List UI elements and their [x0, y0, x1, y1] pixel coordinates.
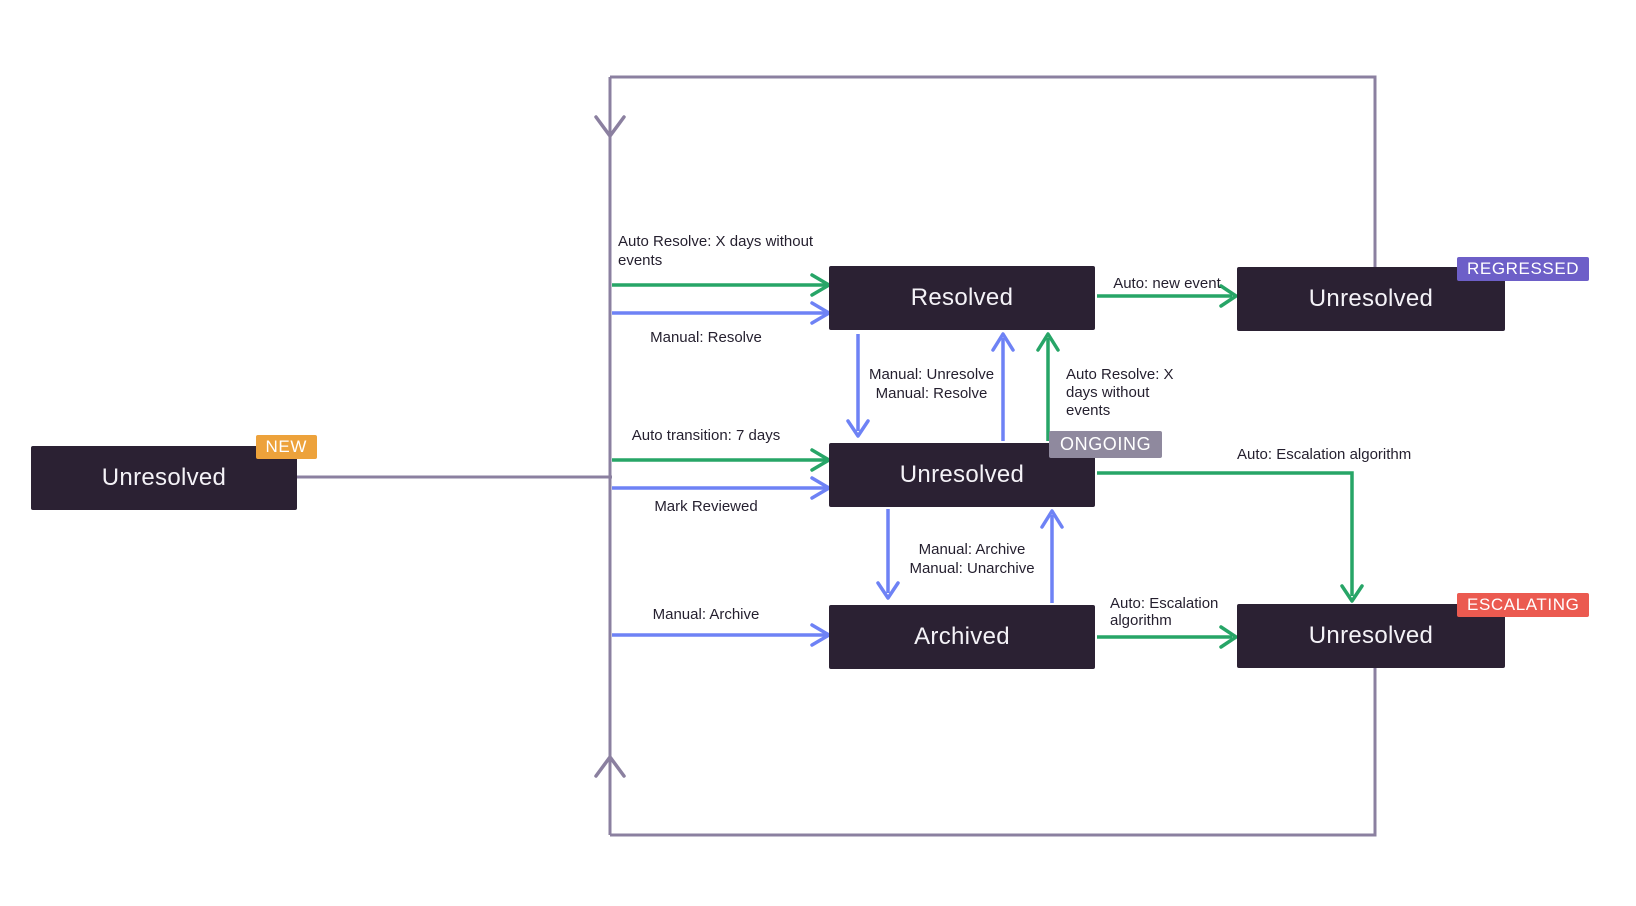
arrow-auto-transition	[612, 448, 831, 472]
edge-label-manual-archive-unarchive: Manual: Archive Manual: Unarchive	[909, 541, 1035, 577]
edge-label-manual-archive-to-archived: Manual: Archive	[652, 606, 760, 623]
node-unresolved-regressed: Unresolved REGRESSED	[1237, 257, 1590, 331]
arrowhead-icon	[1340, 584, 1364, 603]
arrow-mark-reviewed	[612, 476, 831, 500]
arrowhead-icon	[1040, 509, 1064, 529]
arrowhead-icon	[991, 332, 1015, 352]
edge-label-auto-resolve-from-ongoing: Auto Resolve: X days without events	[1066, 366, 1174, 419]
arrow-manual-unresolve-down	[846, 334, 870, 438]
arrow-auto-resolve-to-resolved	[612, 273, 831, 297]
arrow-manual-resolve-to-resolved	[612, 301, 831, 325]
arrow-manual-resolve-up	[991, 332, 1015, 441]
arrow-manual-archive-down	[876, 509, 900, 600]
node-unresolved-ongoing: Unresolved ONGOING	[829, 431, 1163, 507]
arrow-manual-unarchive-up	[1040, 509, 1064, 603]
arrowhead-icon	[1219, 284, 1238, 308]
arrowhead-icon	[846, 419, 870, 438]
arrow-auto-resolve-from-ongoing	[1036, 332, 1060, 441]
edge-label-manual-unresolve-resolve: Manual: Unresolve Manual: Resolve	[868, 366, 995, 402]
node-archived: Archived	[829, 605, 1095, 669]
node-label: Archived	[914, 623, 1010, 650]
node-label: Unresolved	[101, 464, 227, 491]
badge-regressed: REGRESSED	[1457, 257, 1590, 281]
node-resolved: Resolved	[829, 266, 1095, 330]
arrow-auto-escalation-from-ongoing	[1097, 471, 1364, 603]
edge-label-auto-transition: Auto transition: 7 days	[631, 427, 781, 444]
arrowhead-icon	[876, 581, 900, 600]
edge-label-auto-escalation-from-archived: Auto: Escalation algorithm	[1110, 595, 1219, 629]
edge-label-mark-reviewed: Mark Reviewed	[654, 498, 758, 515]
loop-down-arrowhead-icon	[594, 115, 626, 138]
edge-label-manual-resolve-to-resolved: Manual: Resolve	[650, 329, 762, 346]
node-unresolved-escalating: Unresolved ESCALATING	[1237, 593, 1590, 668]
badge-new: NEW	[255, 435, 317, 459]
node-label: Unresolved	[1308, 285, 1434, 312]
node-unresolved-new: Unresolved NEW	[31, 435, 317, 510]
arrow-manual-archive-left	[612, 623, 831, 647]
loop-bottom-rail-line	[610, 668, 1377, 837]
edge-label-auto-resolve-to-resolved: Auto Resolve: X days without events	[618, 233, 814, 269]
arrowhead-icon	[1219, 625, 1238, 649]
badge-escalating: ESCALATING	[1457, 593, 1590, 617]
arrow-auto-new-event	[1097, 284, 1238, 308]
node-label: Unresolved	[1308, 622, 1434, 649]
loop-top-rail-line	[610, 75, 1377, 267]
arrow-line	[1097, 471, 1354, 596]
loop-up-arrowhead-icon	[594, 755, 626, 778]
edge-label-auto-escalation-from-ongoing: Auto: Escalation algorithm	[1237, 446, 1412, 463]
edge-label-auto-new-event: Auto: new event	[1113, 275, 1221, 292]
node-label: Unresolved	[899, 461, 1025, 488]
badge-ongoing: ONGOING	[1049, 431, 1163, 458]
arrow-auto-escalation-from-archived	[1097, 625, 1238, 649]
node-label: Resolved	[910, 284, 1014, 311]
arrowhead-icon	[1036, 332, 1060, 352]
